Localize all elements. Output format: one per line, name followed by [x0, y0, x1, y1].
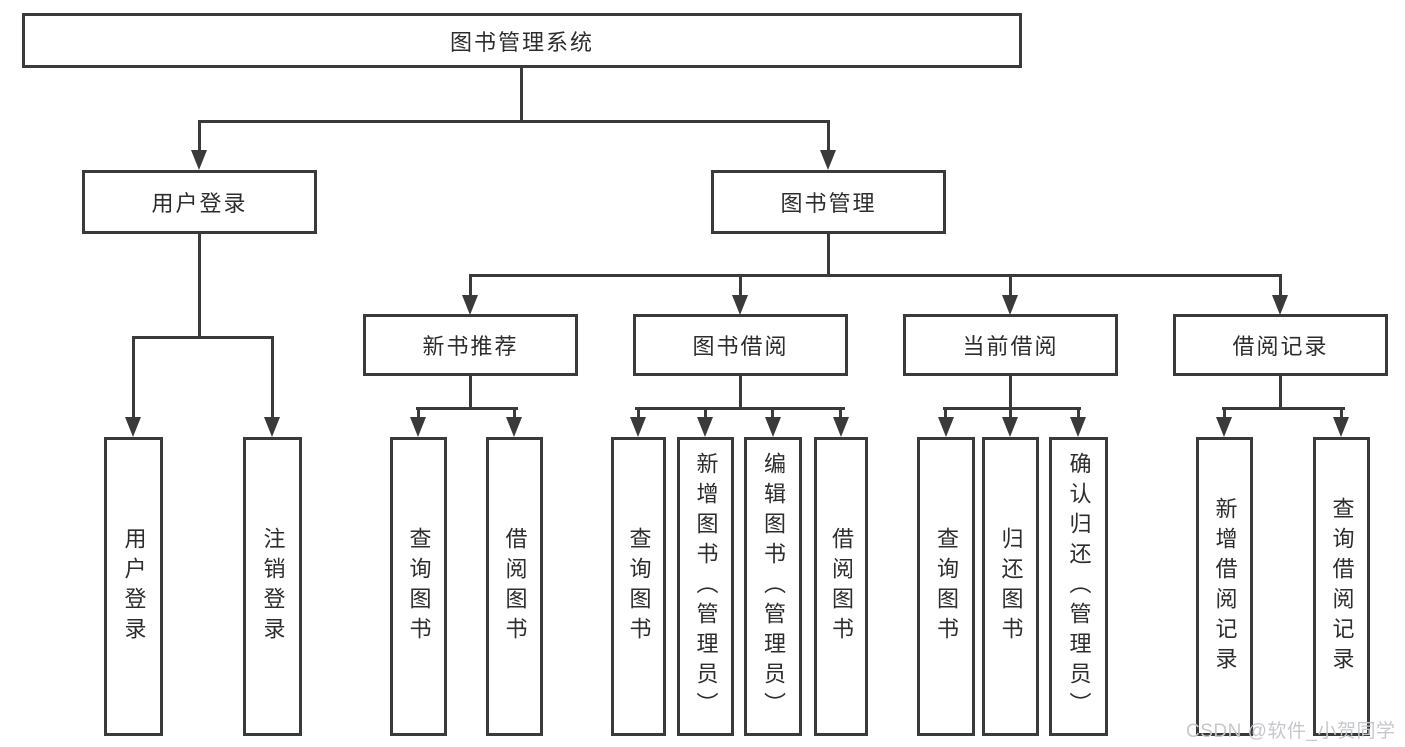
connector-line	[1279, 376, 1282, 407]
node-user-login: 用户登录	[82, 170, 317, 234]
node-label: 查询借阅记录	[1329, 496, 1355, 677]
leaf-borrow-books-2: 借阅图书	[814, 437, 868, 736]
leaf-logout: 注销登录	[243, 437, 302, 736]
node-current-borrowing: 当前借阅	[903, 314, 1118, 376]
node-label: 注销登录	[260, 526, 286, 647]
leaf-return-books: 归还图书	[982, 437, 1039, 736]
connector-line	[132, 336, 135, 419]
connector-line	[198, 120, 830, 123]
leaf-add-books-admin: 新增图书（管理员）	[677, 437, 734, 736]
connector-line	[827, 120, 830, 152]
connector-line	[637, 407, 640, 419]
connector-line	[513, 407, 516, 419]
node-label: 图书管理	[780, 191, 877, 216]
node-label: 当前借阅	[962, 334, 1059, 359]
connector-line	[739, 274, 742, 297]
node-label: 查询图书	[626, 526, 652, 647]
arrowhead-icon	[765, 417, 781, 437]
connector-line	[1009, 407, 1012, 419]
connector-line	[1077, 407, 1080, 419]
arrowhead-icon	[1002, 417, 1018, 437]
node-label: 查询图书	[406, 526, 432, 647]
leaf-add-borrow-record: 新增借阅记录	[1196, 437, 1253, 736]
leaf-query-borrow-record: 查询借阅记录	[1313, 437, 1370, 736]
connector-line	[469, 274, 1282, 277]
node-label: 查询图书	[934, 526, 959, 647]
leaf-user-login: 用户登录	[104, 437, 163, 736]
leaf-query-books-2: 查询图书	[611, 437, 666, 736]
node-book-management: 图书管理	[711, 170, 946, 234]
arrowhead-icon	[1272, 295, 1288, 315]
node-library-management-system: 图书管理系统	[22, 13, 1022, 68]
arrowhead-icon	[697, 417, 713, 437]
node-label: 确认归还（管理员）	[1066, 451, 1092, 722]
node-label: 用户登录	[121, 526, 147, 647]
connector-line	[1222, 407, 1345, 410]
connector-line	[198, 120, 201, 152]
connector-line	[943, 407, 1081, 410]
connector-line	[739, 376, 742, 407]
leaf-query-books-1: 查询图书	[390, 437, 447, 736]
arrowhead-icon	[410, 417, 426, 437]
arrowhead-icon	[191, 150, 207, 170]
arrowhead-icon	[1216, 417, 1232, 437]
connector-line	[635, 407, 845, 410]
connector-line	[1340, 407, 1343, 419]
arrowhead-icon	[938, 417, 954, 437]
arrowhead-icon	[1333, 417, 1349, 437]
node-label: 归还图书	[998, 526, 1024, 647]
node-label: 图书管理系统	[449, 29, 594, 55]
leaf-edit-books-admin: 编辑图书（管理员）	[744, 437, 802, 736]
node-label: 借阅图书	[502, 526, 528, 647]
node-label: 图书借阅	[692, 334, 789, 359]
node-label: 借阅记录	[1232, 334, 1329, 359]
arrowhead-icon	[462, 295, 478, 315]
connector-line	[198, 234, 201, 336]
connector-line	[1009, 376, 1012, 407]
csdn-watermark: CSDN @软件_小贺同学	[1186, 721, 1396, 742]
node-book-borrowing: 图书借阅	[633, 314, 848, 376]
connector-line	[417, 407, 420, 419]
connector-line	[520, 68, 523, 123]
connector-line	[771, 407, 774, 419]
arrowhead-icon	[1002, 295, 1018, 315]
connector-line	[827, 234, 830, 277]
node-label: 新增图书（管理员）	[693, 451, 719, 722]
node-label: 新增借阅记录	[1212, 496, 1238, 677]
leaf-query-books-3: 查询图书	[917, 437, 975, 736]
connector-line	[469, 376, 472, 407]
connector-line	[1009, 274, 1012, 297]
connector-line	[132, 336, 274, 339]
connector-line	[469, 274, 472, 297]
node-new-book-recommendation: 新书推荐	[363, 314, 578, 376]
arrowhead-icon	[506, 417, 522, 437]
connector-line	[1223, 407, 1226, 419]
connector-line	[839, 407, 842, 419]
node-borrowing-records: 借阅记录	[1173, 314, 1388, 376]
connector-line	[271, 336, 274, 419]
node-label: 编辑图书（管理员）	[761, 451, 786, 722]
leaf-borrow-books-1: 借阅图书	[486, 437, 543, 736]
node-label: 新书推荐	[422, 334, 519, 359]
arrowhead-icon	[264, 417, 280, 437]
arrowhead-icon	[833, 417, 849, 437]
arrowhead-icon	[820, 150, 836, 170]
arrowhead-icon	[1070, 417, 1086, 437]
node-label: 借阅图书	[829, 526, 854, 647]
connector-line	[1279, 274, 1282, 297]
connector-line	[416, 407, 518, 410]
connector-line	[944, 407, 947, 419]
arrowhead-icon	[630, 417, 646, 437]
arrowhead-icon	[732, 295, 748, 315]
connector-line	[704, 407, 707, 419]
leaf-confirm-return-admin: 确认归还（管理员）	[1049, 437, 1108, 736]
arrowhead-icon	[125, 417, 141, 437]
node-label: 用户登录	[151, 191, 248, 216]
